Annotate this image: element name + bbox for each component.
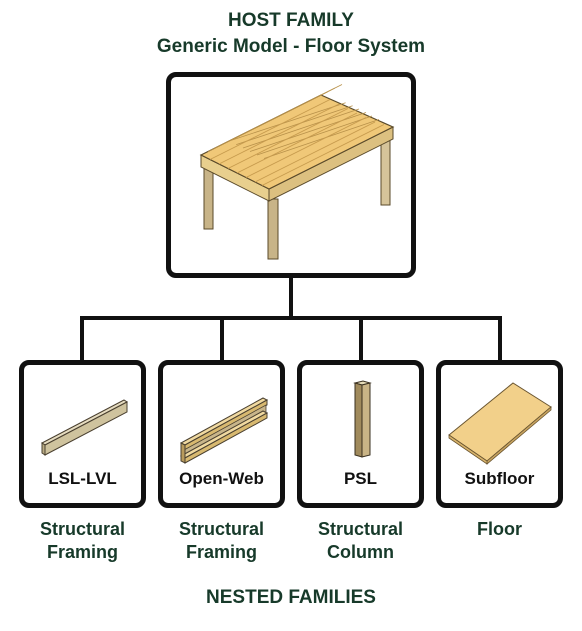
psl-column-icon [353, 380, 372, 458]
category-line: Structural [178, 519, 265, 539]
category-line: Floor [477, 519, 522, 539]
category-line: Column [327, 542, 394, 562]
connector-vertical-host [289, 278, 293, 318]
host-family-subtitle: Generic Model - Floor System [156, 36, 426, 57]
connector-vertical-child-4 [498, 316, 502, 362]
category-line: Structural [39, 519, 126, 539]
category-structural-framing-2: Structural Framing [158, 518, 285, 564]
nested-families-title: NESTED FAMILIES [206, 587, 376, 608]
child-label: Open-Web [179, 469, 264, 488]
open-web-joist-icon [179, 397, 269, 464]
connector-vertical-child-1 [80, 316, 84, 362]
category-line: Framing [185, 542, 257, 562]
connector-vertical-child-2 [220, 316, 224, 362]
child-label: PSL [343, 469, 378, 488]
category-structural-column: Structural Column [297, 518, 424, 564]
lsl-lvl-beam-icon [41, 399, 128, 456]
nested-family-subfloor: Subfloor [436, 360, 563, 508]
child-label: Subfloor [464, 469, 535, 488]
connector-vertical-child-3 [359, 316, 363, 362]
host-family-title: HOST FAMILY [228, 10, 354, 31]
category-line: Structural [317, 519, 404, 539]
nested-family-psl: PSL [297, 360, 424, 508]
category-floor: Floor [436, 518, 563, 541]
nested-family-open-web: Open-Web [158, 360, 285, 508]
category-line: Framing [46, 542, 118, 562]
child-label: LSL-LVL [48, 469, 117, 488]
connector-horizontal [80, 316, 502, 320]
floor-system-icon [199, 84, 395, 260]
subfloor-panel-icon [448, 382, 552, 465]
nested-family-lsl-lvl: LSL-LVL [19, 360, 146, 508]
category-structural-framing-1: Structural Framing [19, 518, 146, 564]
host-family-box [166, 72, 416, 278]
